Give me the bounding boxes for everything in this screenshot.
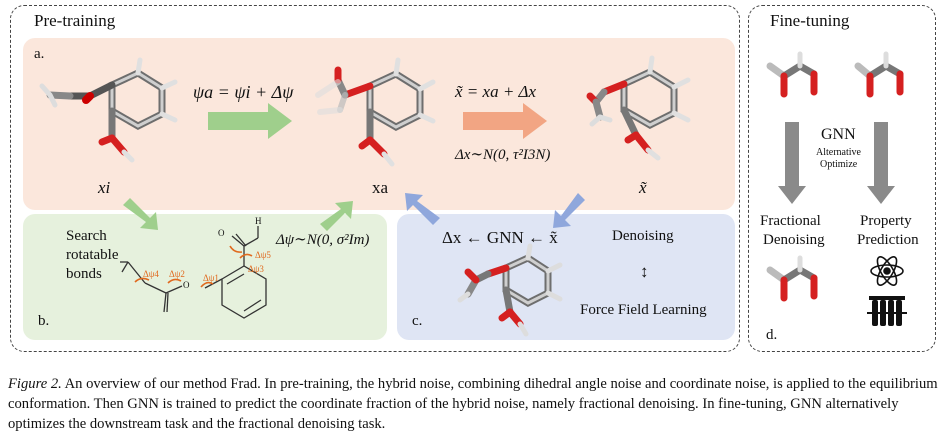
- test-tubes-icon: [867, 296, 907, 326]
- ft-molecule-1: [766, 51, 818, 98]
- ft-gnn-label: GNN: [821, 126, 856, 143]
- label-xa: xa: [372, 178, 389, 197]
- ft-fractional-line-2: Denoising: [763, 232, 825, 248]
- atom-o-ester: O: [183, 280, 190, 290]
- panel-a-label: a.: [34, 46, 45, 62]
- ft-alt-line-1: Alternative: [816, 147, 861, 158]
- torsion-label-1: Δψ1: [203, 273, 219, 283]
- arrow-xi-to-search: [123, 198, 158, 230]
- gnn-equation: Δx ← GNN ← x̃: [442, 228, 558, 247]
- torsion-label-4: Δψ4: [143, 269, 159, 279]
- atom-o-carbonyl: O: [218, 228, 225, 238]
- ft-property-line-1: Property: [860, 213, 912, 229]
- arrow-xtilde-to-gnn: [553, 193, 585, 228]
- finetuning-frame: [748, 5, 936, 352]
- atom-icon: [870, 256, 904, 286]
- torsion-label-2: Δψ2: [169, 269, 185, 279]
- arrow-coordinate-noise: [463, 103, 547, 139]
- ft-alt-line-2: Optimize: [820, 159, 858, 170]
- panel-d-label: d.: [766, 327, 778, 343]
- torsion-label-3: Δψ3: [248, 264, 264, 274]
- panel-c-background: [397, 214, 735, 340]
- molecule-xtilde: [586, 55, 691, 161]
- label-xi: xi: [98, 178, 111, 197]
- ft-molecule-2: [854, 51, 904, 98]
- eq-coordinate: x̃ = xa + Δx: [455, 82, 537, 101]
- torsion-label-5: Δψ5: [255, 250, 271, 260]
- search-line-1: Search: [66, 228, 107, 244]
- eq-dx-distribution: Δx∼N(0, τ²I3N): [455, 147, 551, 163]
- skeletal-structure: [120, 226, 267, 319]
- arrow-search-to-xa: [320, 201, 353, 231]
- torsion-arcs: [134, 245, 253, 288]
- figure-caption: Figure 2. An overview of our method Frad…: [8, 374, 940, 434]
- panel-b-background: [23, 214, 387, 340]
- pretraining-title: Pre-training: [34, 11, 116, 30]
- molecule-denoise: [457, 243, 563, 337]
- arrow-dihedral-noise: [208, 103, 292, 139]
- pretraining-frame: [10, 5, 740, 352]
- molecule-xa: [315, 57, 436, 167]
- figure-caption-label: Figure 2.: [8, 376, 62, 392]
- ft-property-line-2: Prediction: [857, 232, 919, 248]
- molecule-xi: [39, 57, 178, 163]
- denoising-label: Denoising: [612, 228, 674, 244]
- search-line-3: bonds: [66, 266, 102, 282]
- ft-fractional-line-1: Fractional: [760, 213, 821, 229]
- arrow-gnn-to-xa: [405, 193, 440, 225]
- label-xtilde: x̃: [639, 178, 647, 197]
- ft-molecule-3: [766, 255, 818, 302]
- figure-caption-text: An overview of our method Frad. In pre-t…: [8, 376, 938, 432]
- atom-h-hydroxyl: H: [255, 216, 262, 226]
- finetuning-title: Fine-tuning: [770, 11, 850, 30]
- panel-c-label: c.: [412, 313, 423, 329]
- eq-dihedral: ψa = ψi + Δψ: [193, 82, 294, 102]
- search-line-2: rotatable: [66, 247, 119, 263]
- eq-dpsi-distribution: Δψ∼N(0, σ²Im): [276, 232, 370, 248]
- panel-b-label: b.: [38, 313, 50, 329]
- up-down-arrow: ↕: [640, 262, 649, 281]
- arrow-to-fractional-denoising: [778, 122, 806, 204]
- force-field-label: Force Field Learning: [580, 302, 707, 318]
- arrow-to-property-prediction: [867, 122, 895, 204]
